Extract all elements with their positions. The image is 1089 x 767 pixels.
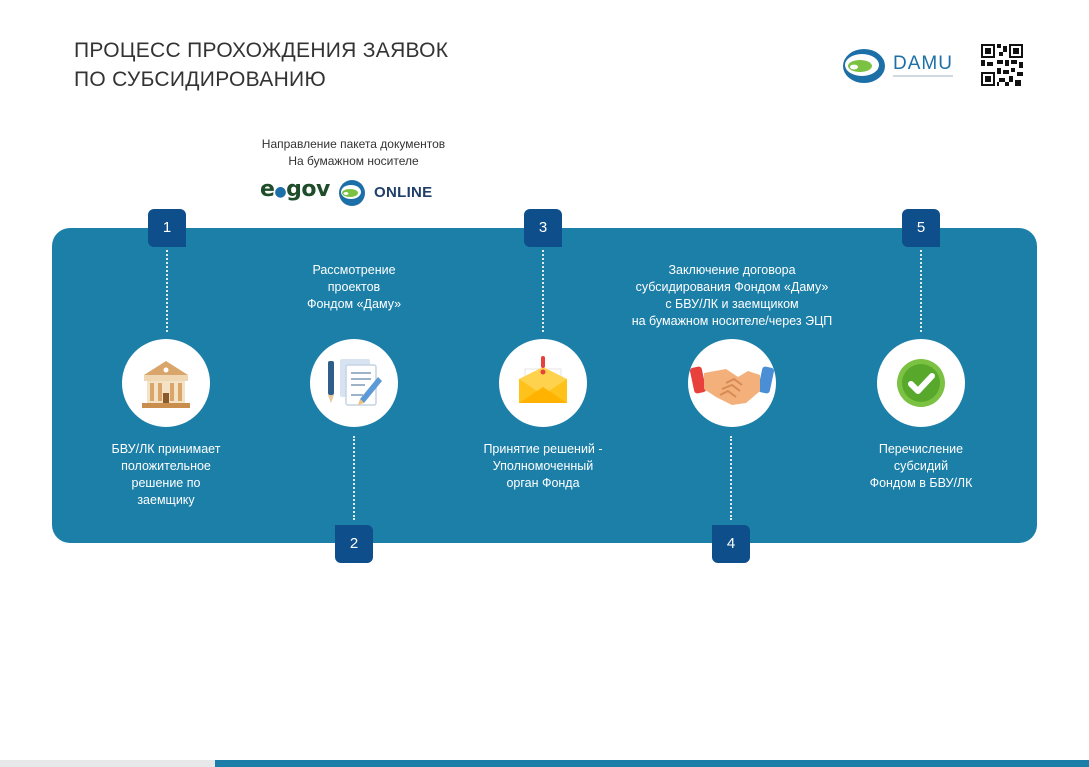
qr-code-icon [981, 44, 1023, 86]
step-2-label: Рассмотрение проектов Фондом «Даму» [306, 263, 402, 311]
document-review-icon [328, 359, 382, 406]
step-2-circle [310, 339, 398, 427]
bank-building-icon [142, 361, 190, 408]
egov-logo: e●gov [260, 177, 330, 202]
step-5-label: Перечисление субсидий Фондом в БВУ/ЛК [869, 442, 973, 490]
damu-online-logo-icon [339, 180, 365, 206]
egov-dot-icon: ● [274, 184, 287, 200]
page-title: ПРОЦЕСС ПРОХОЖДЕНИЯ ЗАЯВОК ПО СУБСИДИРОВ… [74, 36, 448, 94]
step-5-circle [877, 339, 965, 427]
step-4-label: Заключение договора субсидирования Фондо… [631, 263, 833, 328]
footer-bar-right [215, 760, 1089, 767]
damu-logo-icon [843, 49, 885, 83]
step-1-circle [122, 339, 210, 427]
brand-name: DAMU [893, 53, 953, 74]
envelope-alert-icon [519, 356, 567, 403]
step-3-circle [499, 339, 587, 427]
step-1-badge: 1 [148, 209, 186, 247]
title-line-2: ПО СУБСИДИРОВАНИЮ [74, 68, 326, 91]
step-2-badge: 2 [335, 525, 373, 563]
step-1-connector [166, 250, 168, 332]
step-4-badge: 4 [712, 525, 750, 563]
submission-line-1: Направление пакета документов [261, 137, 446, 151]
brand-underline [893, 75, 953, 77]
footer-bar-left [0, 760, 215, 767]
step-5-connector [920, 250, 922, 332]
step-5-badge: 5 [902, 209, 940, 247]
step-4-connector [730, 436, 732, 520]
online-label: ONLINE [374, 184, 433, 201]
check-circle-icon [897, 359, 945, 407]
handshake-icon [689, 366, 775, 405]
submission-line-2: На бумажном носителе [288, 154, 419, 168]
title-line-1: ПРОЦЕСС ПРОХОЖДЕНИЯ ЗАЯВОК [74, 39, 449, 62]
step-3-label: Принятие решений - Уполномоченный орган … [483, 442, 603, 490]
step-4-circle [688, 339, 776, 427]
step-1-label: БВУ/ЛК принимает положительное решение п… [111, 442, 221, 507]
step-3-connector [542, 250, 544, 332]
step-2-connector [353, 436, 355, 520]
step-3-badge: 3 [524, 209, 562, 247]
submission-note: Направление пакета документов На бумажно… [230, 136, 477, 170]
